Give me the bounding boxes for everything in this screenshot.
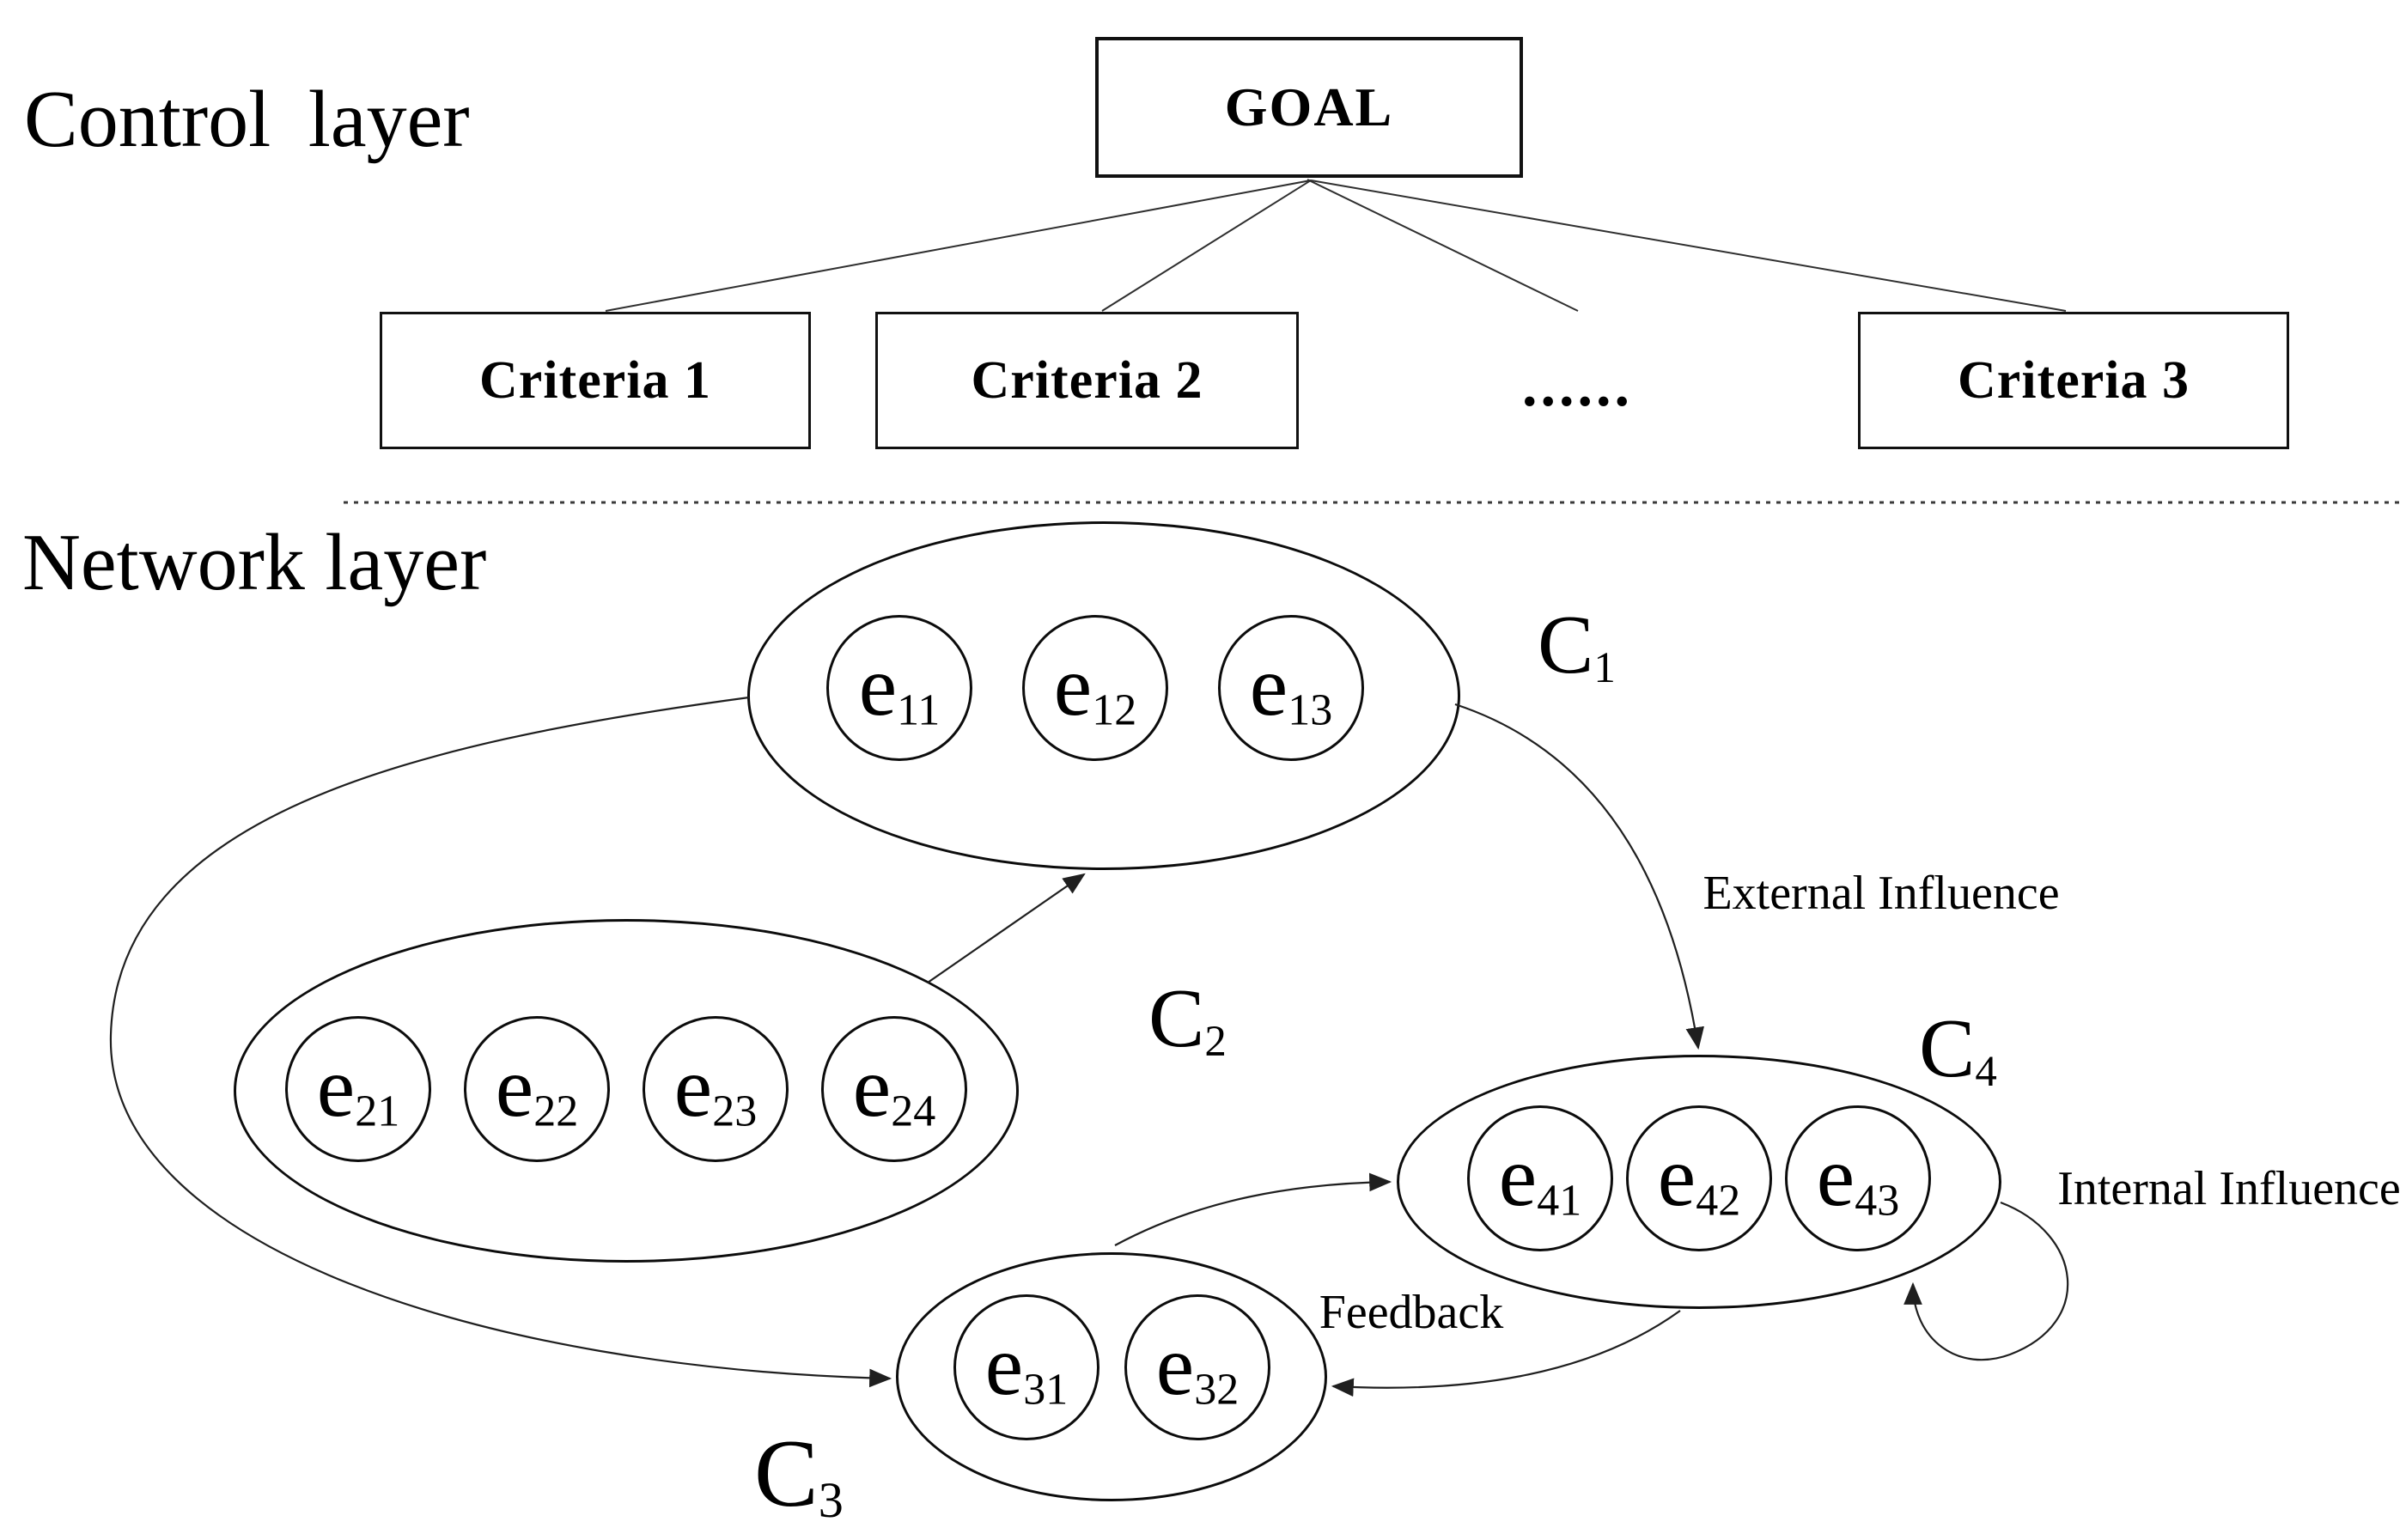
element-e43-label: e43 <box>1816 1128 1900 1226</box>
cluster-c1-ellipse: e11 e12 e13 <box>747 521 1460 870</box>
element-e32: e32 <box>1124 1294 1270 1440</box>
element-e31: e31 <box>953 1294 1099 1440</box>
element-e43: e43 <box>1785 1105 1931 1251</box>
element-e31-label: e31 <box>984 1317 1069 1415</box>
goal-to-criteria1-line <box>605 180 1312 312</box>
feedback-label: Feedback <box>1319 1286 1504 1339</box>
element-e13: e13 <box>1218 615 1364 761</box>
element-e24: e24 <box>821 1016 967 1162</box>
element-e12-label: e12 <box>1053 637 1137 735</box>
element-e21: e21 <box>285 1016 431 1162</box>
arrow-c1-to-c4-external-influence <box>1454 703 1704 1050</box>
element-e13-label: e13 <box>1249 637 1333 735</box>
criteria-3-label: Criteria 3 <box>1958 350 2190 410</box>
cluster-c4-ellipse: e41 e42 e43 <box>1397 1055 2001 1309</box>
criteria-ellipsis: ...... <box>1522 353 1633 419</box>
internal-influence-label: Internal Influence <box>2057 1162 2401 1215</box>
cluster-c2-ellipse: e21 e22 e23 e24 <box>234 919 1019 1263</box>
element-e22-label: e22 <box>495 1038 579 1136</box>
cluster-c1-label: C1 <box>1538 599 1616 693</box>
element-e12: e12 <box>1022 615 1168 761</box>
element-e42: e42 <box>1626 1105 1772 1251</box>
goal-box: GOAL <box>1095 37 1523 178</box>
cluster-c3-label: C3 <box>754 1421 844 1528</box>
element-e22: e22 <box>464 1016 610 1162</box>
element-e32-label: e32 <box>1155 1317 1240 1415</box>
goal-to-ellipsis-line <box>1307 179 1579 312</box>
external-influence-label: External Influence <box>1702 867 2060 920</box>
arrow-c2-to-c1 <box>927 873 1086 983</box>
cluster-c2-label: C2 <box>1148 972 1227 1067</box>
criteria-2-box: Criteria 2 <box>875 312 1299 449</box>
element-e24-label: e24 <box>852 1038 936 1136</box>
cluster-c4-label: C4 <box>1919 1002 1997 1097</box>
goal-to-criteria3-line <box>1310 180 2067 312</box>
goal-to-criteria2-line <box>1101 180 1312 312</box>
criteria-1-box: Criteria 1 <box>380 312 811 449</box>
element-e23-label: e23 <box>673 1038 758 1136</box>
criteria-2-label: Criteria 2 <box>971 350 1203 410</box>
arrow-c3-to-c4 <box>1114 1172 1392 1246</box>
cluster-c3-ellipse: e31 e32 <box>896 1252 1327 1501</box>
element-e11: e11 <box>826 615 972 761</box>
element-e42-label: e42 <box>1657 1128 1741 1226</box>
element-e41: e41 <box>1467 1105 1613 1251</box>
element-e23: e23 <box>643 1016 789 1162</box>
element-e11-label: e11 <box>858 637 941 735</box>
network-layer-title: Network layer <box>22 518 487 607</box>
control-layer-title: Control layer <box>24 75 470 164</box>
criteria-1-label: Criteria 1 <box>479 350 711 410</box>
element-e21-label: e21 <box>316 1038 400 1136</box>
criteria-3-box: Criteria 3 <box>1858 312 2289 449</box>
element-e41-label: e41 <box>1498 1128 1582 1226</box>
goal-label: GOAL <box>1224 76 1394 137</box>
